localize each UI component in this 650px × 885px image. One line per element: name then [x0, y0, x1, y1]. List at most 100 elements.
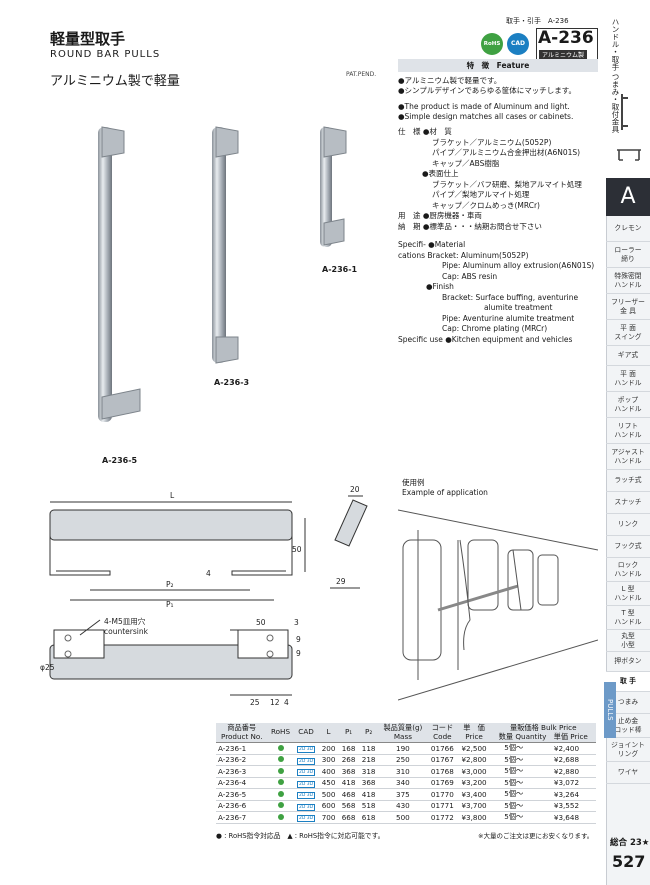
- dim-29: 29: [336, 577, 346, 586]
- side-tab[interactable]: スナッチ: [606, 492, 650, 514]
- pat-pend: PAT.PEND.: [346, 71, 377, 78]
- col-product: 商品番号 Product No.: [216, 723, 268, 743]
- cad-mini-icon: 2D 3D: [296, 746, 316, 754]
- side-tab[interactable]: 取 手: [606, 672, 650, 692]
- side-tab[interactable]: フック式: [606, 536, 650, 558]
- table-cell: A-236-7: [216, 811, 268, 824]
- side-tab[interactable]: リフト ハンドル: [606, 418, 650, 444]
- side-tab[interactable]: ジョイント リング: [606, 738, 650, 762]
- table-cell: ¥3,264: [536, 788, 596, 801]
- table-cell: 168: [338, 742, 359, 755]
- category-label: 取手・引手 A-236: [506, 17, 569, 25]
- side-tab[interactable]: 特殊密閉 ハンドル: [606, 268, 650, 294]
- side-tab[interactable]: ポップ ハンドル: [606, 392, 650, 418]
- spec-en-line: Cap: ABS resin: [442, 271, 498, 281]
- table-cell: [267, 742, 294, 755]
- col-code: コード Code: [427, 723, 458, 743]
- side-tab[interactable]: リンク: [606, 514, 650, 536]
- table-cell: 2D 3D: [293, 742, 319, 755]
- table-cell: ¥3,200: [457, 777, 491, 789]
- side-tab[interactable]: クレモン: [606, 216, 650, 242]
- rohs-dot-icon: [277, 813, 284, 820]
- side-tab[interactable]: 丸型 小型: [606, 630, 650, 652]
- table-cell: 418: [358, 788, 379, 801]
- table-cell: 418: [338, 777, 359, 789]
- model-number: A-236: [538, 28, 594, 48]
- table-cell: 318: [358, 765, 379, 778]
- table-cell: 5個～: [490, 800, 537, 812]
- table-cell: 2D 3D: [293, 788, 319, 801]
- table-cell: 668: [338, 811, 359, 824]
- table-cell: A-236-2: [216, 754, 268, 766]
- spec-en-line: Pipe: Aventurine alumite treatment: [442, 313, 575, 323]
- cad-mini-icon: 2D 3D: [296, 803, 316, 811]
- table-cell: 468: [338, 788, 359, 801]
- feature-jp: ●アルミニウム製で軽量です。 ●シンプルデザインであらゆる筐体にマッチします。: [398, 76, 576, 96]
- table-cell: ¥3,000: [457, 765, 491, 778]
- label-a236-3: A-236-3: [214, 378, 250, 387]
- feature-jp-line: ●シンプルデザインであらゆる筐体にマッチします。: [398, 86, 576, 95]
- price-table: 商品番号 Product No. RoHS CAD L P₁ P₂ 製品質量(g…: [216, 723, 596, 824]
- table-cell: [267, 800, 294, 812]
- side-tab[interactable]: ワイヤ: [606, 762, 650, 784]
- rohs-dot-icon: [277, 779, 284, 786]
- rohs-dot-icon: [277, 756, 284, 763]
- col-mass: 製品質量(g) Mass: [378, 723, 428, 743]
- side-tab[interactable]: ローラー 締り: [606, 242, 650, 268]
- side-tab[interactable]: 平 面 ハンドル: [606, 366, 650, 392]
- table-cell: ¥2,500: [457, 742, 491, 755]
- cad-mini-icon: 2D 3D: [296, 769, 316, 777]
- example-en: Example of application: [402, 488, 488, 497]
- col-p1: P₁: [338, 723, 359, 743]
- side-tab[interactable]: アジャスト ハンドル: [606, 444, 650, 470]
- table-cell: 700: [318, 811, 339, 824]
- table-cell: 5個～: [490, 765, 537, 778]
- dim-countersink: countersink: [104, 627, 149, 636]
- side-tab[interactable]: ラッチ式: [606, 470, 650, 492]
- spec-jp: 仕 様 ●材 質ブラケット／アルミニウム(5052P)パイプ／アルミニウム合金押…: [398, 127, 598, 232]
- col-price: 単 価 Price: [457, 723, 491, 743]
- dim-p1: P₁: [166, 600, 174, 609]
- feature-en-line: ●Simple design matches all cases or cabi…: [398, 112, 574, 121]
- table-cell: 618: [358, 811, 379, 824]
- rohs-badge: RoHS: [481, 33, 503, 55]
- side-tab[interactable]: L 型 ハンドル: [606, 582, 650, 606]
- table-cell: 450: [318, 777, 339, 789]
- dimension-drawing: L P₂ P₁ 50 20 29 4 4-M5皿用穴 countersink 5…: [40, 485, 368, 707]
- side-tab[interactable]: つまみ: [606, 692, 650, 714]
- dim-b12: 12: [270, 698, 280, 707]
- side-tab[interactable]: フリーザー 金 具: [606, 294, 650, 320]
- side-tab[interactable]: ギア式: [606, 346, 650, 366]
- rohs-dot-icon: [277, 790, 284, 797]
- spec-jp-line: 用 途 ●厨房機器・車両: [398, 211, 482, 220]
- spec-jp-line: キャップ／クロムめっき(MRCr): [432, 200, 540, 210]
- application-illustration: [398, 509, 598, 701]
- table-cell: [267, 754, 294, 766]
- table-cell: ¥2,688: [536, 754, 596, 766]
- table-cell: 01771: [427, 800, 458, 812]
- table-cell: 310: [378, 765, 428, 778]
- page-number: 527: [612, 852, 646, 871]
- side-tab[interactable]: ロック ハンドル: [606, 558, 650, 582]
- side-tab[interactable]: 平 面 スイング: [606, 320, 650, 346]
- rohs-dot-icon: [277, 744, 284, 751]
- spec-en-line: Cap: Chrome plating (MRCr): [442, 324, 548, 333]
- dim-4: 4: [206, 569, 211, 578]
- pull-a236-5: [98, 127, 112, 422]
- side-tab[interactable]: T 型 ハンドル: [606, 606, 650, 630]
- spec-jp-line: パイプ／梨地アルマイト処理: [432, 190, 530, 199]
- spec-en-line: Specific use ●Kitchen equipment and vehi…: [398, 334, 573, 344]
- table-cell: 250: [378, 754, 428, 766]
- col-rohs: RoHS: [267, 723, 294, 743]
- spec-en-line: Specifi- ●Material: [398, 240, 466, 249]
- pull-a236-3: [212, 127, 226, 363]
- catalog-total: 総合 23★: [610, 838, 650, 848]
- side-tab[interactable]: 押ボタン: [606, 652, 650, 672]
- product-photos: [98, 126, 347, 422]
- side-tab[interactable]: 止め金 ロッド棒: [606, 714, 650, 738]
- col-cad: CAD: [293, 723, 319, 743]
